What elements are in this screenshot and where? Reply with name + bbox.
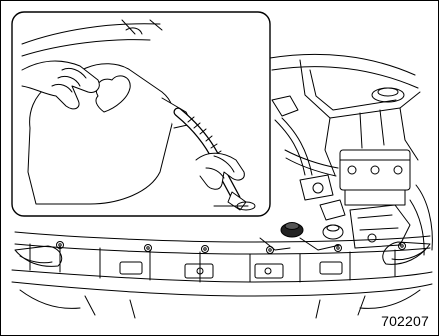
figure-code: 702207 — [381, 313, 429, 329]
oil-filler-cap-icon — [281, 223, 303, 238]
refill-detail-inset — [12, 12, 270, 216]
